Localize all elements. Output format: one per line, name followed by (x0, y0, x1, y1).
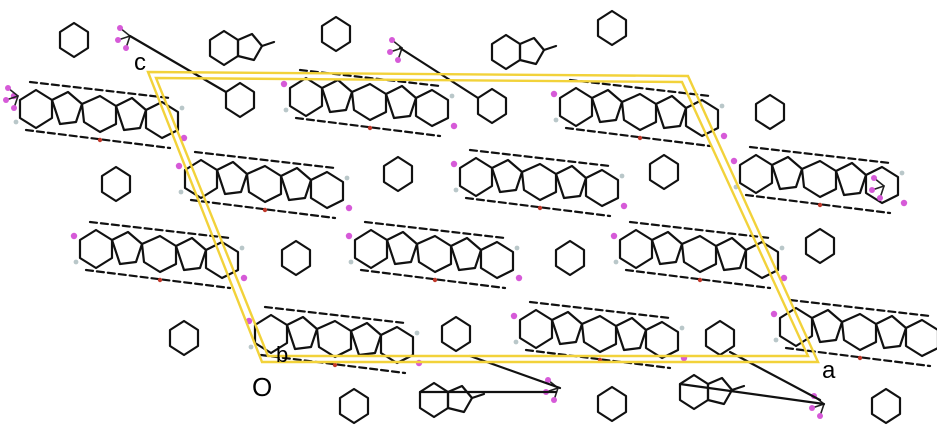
axis-label-a: a (822, 357, 836, 384)
ring (280, 239, 312, 277)
ring (100, 165, 132, 203)
ring (476, 87, 508, 125)
ring (596, 385, 628, 423)
unit-cell (146, 70, 820, 364)
indane-fragment (418, 381, 486, 419)
ring (754, 93, 786, 131)
ring (554, 239, 586, 277)
molecule (509, 300, 689, 370)
ring (648, 153, 680, 191)
molecule (344, 220, 524, 290)
axis-label-c: c (134, 49, 146, 76)
ring (320, 15, 352, 53)
indane-fragment (490, 33, 558, 71)
indane-fragment (208, 29, 276, 67)
ring (58, 21, 90, 59)
ring (870, 387, 902, 425)
ring (168, 319, 200, 357)
cf3-group (386, 36, 403, 64)
cf3-group (542, 376, 559, 404)
cf3-group (114, 24, 131, 52)
ring (440, 315, 472, 353)
ring (224, 81, 256, 119)
ring (804, 227, 836, 265)
molecule (449, 148, 629, 218)
ring (338, 387, 370, 425)
molecule (729, 145, 909, 215)
axis-label-origin: O (252, 372, 272, 402)
ring (596, 9, 628, 47)
ring (704, 319, 736, 357)
ring (382, 155, 414, 193)
axis-label-b: b (276, 342, 288, 367)
molecule (549, 78, 729, 148)
